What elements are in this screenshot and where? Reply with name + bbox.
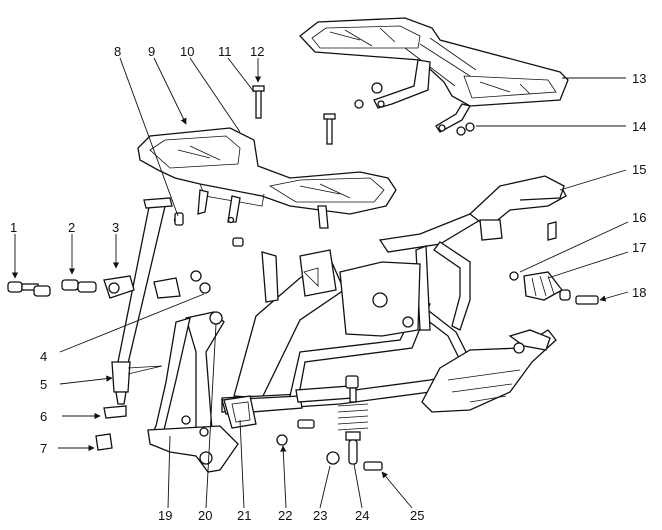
callout-24: 24 xyxy=(355,508,369,523)
rear-rack xyxy=(299,17,569,136)
callout-10: 10 xyxy=(180,44,194,59)
callout-3: 3 xyxy=(112,220,119,235)
callout-17: 17 xyxy=(632,240,646,255)
callout-14: 14 xyxy=(632,119,646,134)
callout-8: 8 xyxy=(114,44,121,59)
callout-4: 4 xyxy=(40,349,47,364)
left-hardware xyxy=(7,237,244,299)
callout-9: 9 xyxy=(148,44,155,59)
callout-6: 6 xyxy=(40,409,47,424)
callout-22: 22 xyxy=(278,508,292,523)
callout-labels: 1 2 3 4 5 6 7 8 9 10 11 12 13 14 15 16 1… xyxy=(10,44,646,523)
callout-7: 7 xyxy=(40,441,47,456)
callout-12: 12 xyxy=(250,44,264,59)
steering-column xyxy=(95,197,184,451)
rear-shock xyxy=(276,375,383,471)
main-frame xyxy=(221,175,567,429)
callout-11: 11 xyxy=(218,44,232,59)
right-hardware xyxy=(509,271,599,305)
callout-21: 21 xyxy=(237,508,251,523)
callout-20: 20 xyxy=(198,508,212,523)
callout-1: 1 xyxy=(10,220,17,235)
callout-16: 16 xyxy=(632,210,646,225)
callout-18: 18 xyxy=(632,285,646,300)
front-a-arm xyxy=(147,311,239,473)
leader-lines xyxy=(11,57,629,509)
callout-25: 25 xyxy=(410,508,424,523)
callout-2: 2 xyxy=(68,220,75,235)
callout-5: 5 xyxy=(40,377,47,392)
bolt-pair xyxy=(252,85,336,145)
callout-19: 19 xyxy=(158,508,172,523)
callout-15: 15 xyxy=(632,162,646,177)
callout-13: 13 xyxy=(632,71,646,86)
front-rack xyxy=(137,127,397,229)
callout-23: 23 xyxy=(313,508,327,523)
